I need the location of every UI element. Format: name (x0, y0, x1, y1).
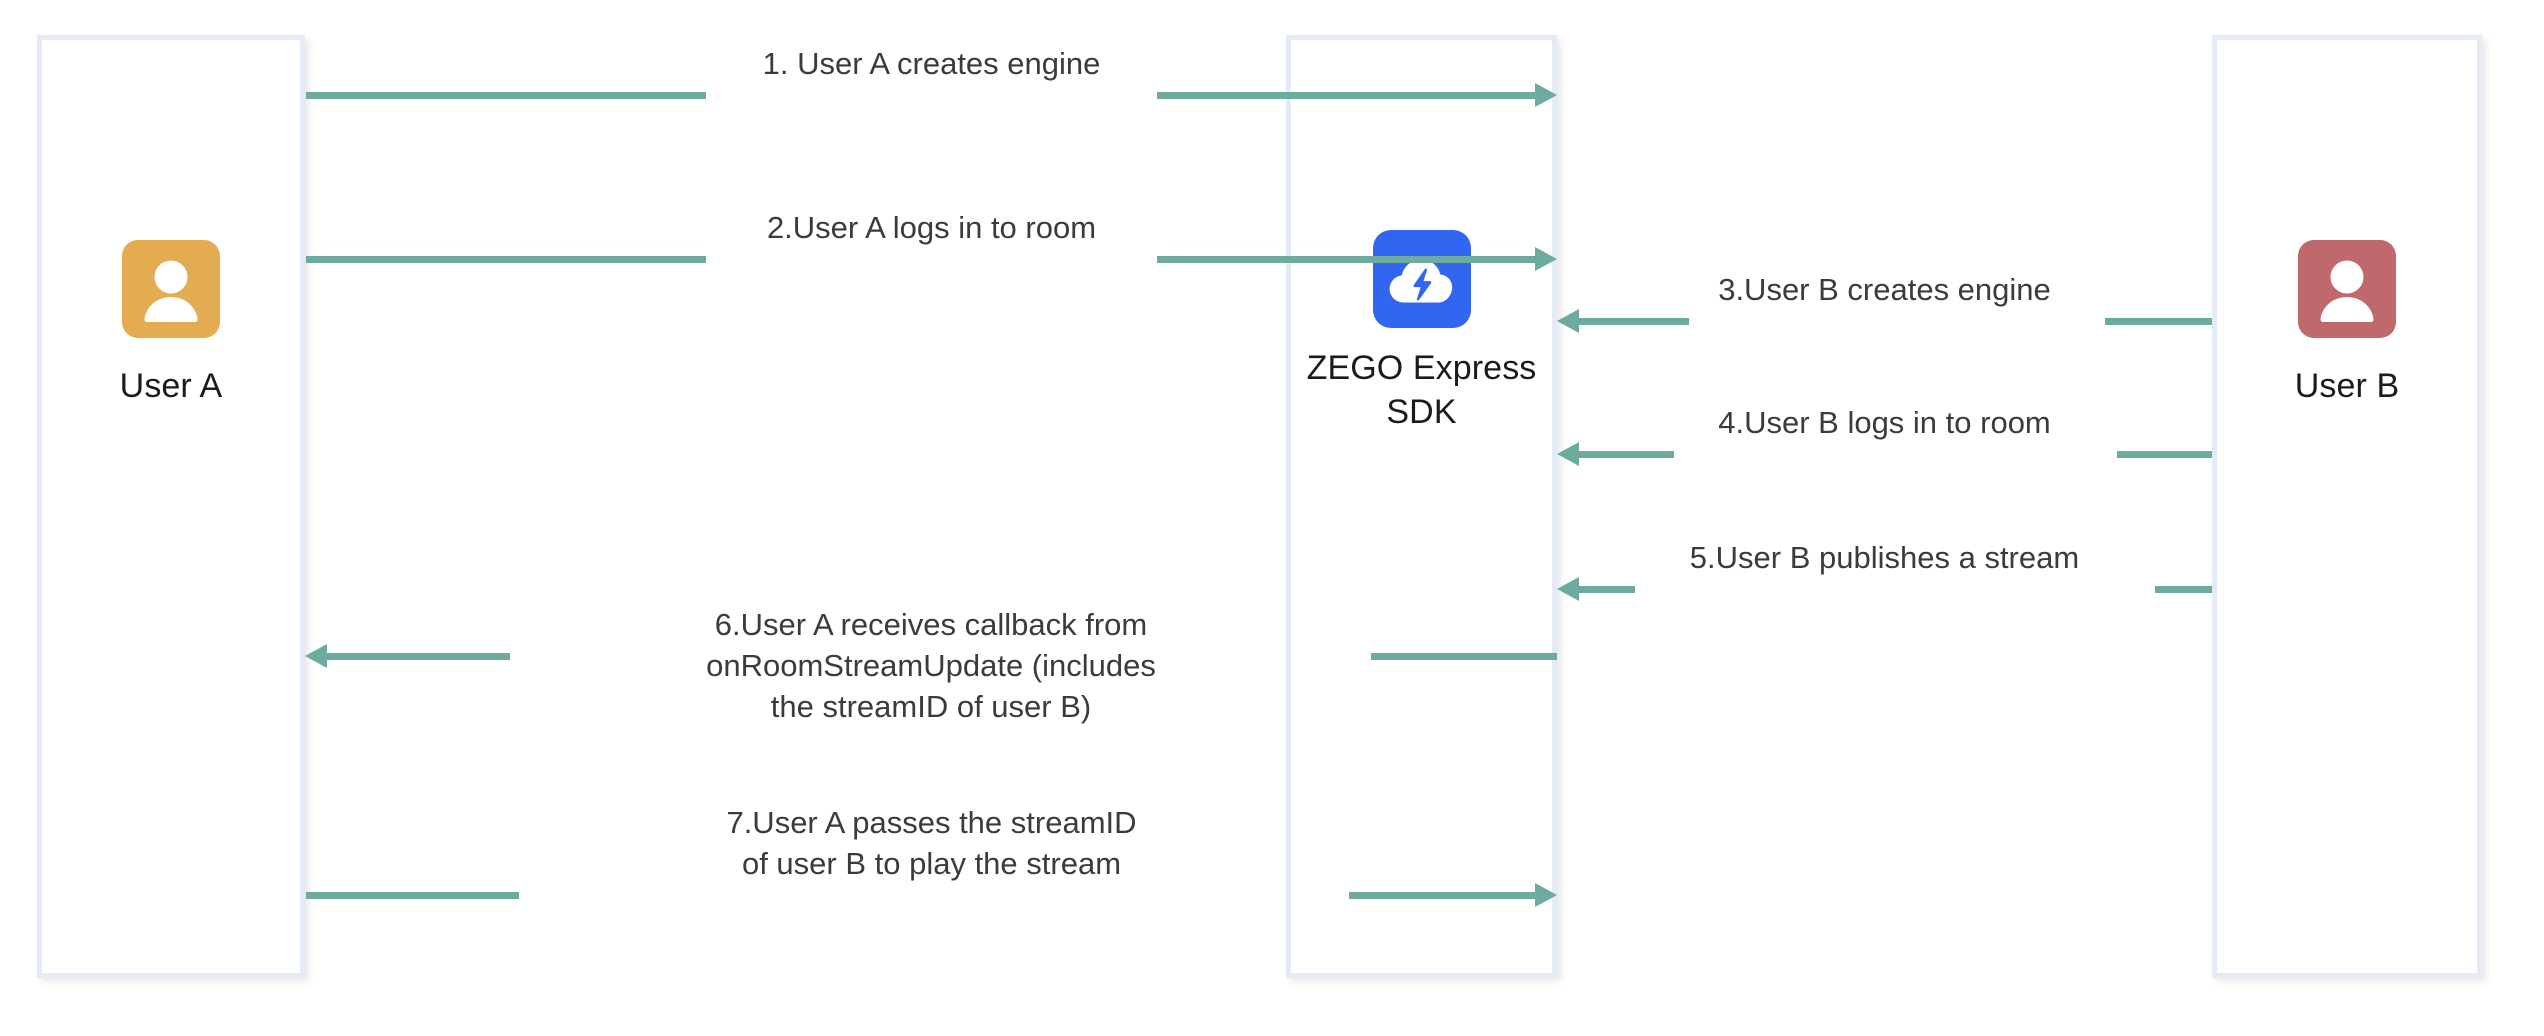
arrow-line-left (306, 92, 706, 99)
arrow-line-right (2155, 586, 2212, 593)
arrow-line-right (2105, 318, 2212, 325)
actor-label-zego-express-sdk: ZEGO Express SDK (1291, 346, 1552, 434)
arrowhead-right-icon (1535, 883, 1557, 907)
message-3-label: 3.User B creates engine (1557, 269, 2212, 310)
lifeline-zego-express-sdk: ZEGO Express SDK (1286, 35, 1557, 978)
user-avatar-icon (122, 240, 220, 338)
message-4-label: 4.User B logs in to room (1557, 402, 2212, 443)
user-avatar-icon (2298, 240, 2396, 338)
arrow-line-left (1579, 451, 1674, 458)
arrowhead-left-icon (1557, 309, 1579, 333)
actor-block-user-b: User B (2217, 240, 2477, 408)
arrowhead-right-icon (1535, 247, 1557, 271)
arrow-line-left (306, 256, 706, 263)
actor-label-line: Express (1412, 349, 1537, 387)
zego-cloud-bolt-icon (1372, 230, 1471, 328)
arrow-line-left (1579, 318, 1689, 325)
message-5-label: 5.User B publishes a stream (1557, 537, 2212, 578)
actor-label-user-a: User A (119, 367, 223, 405)
arrow-line-right (1349, 892, 1535, 899)
arrow-line-right (1371, 653, 1557, 660)
arrow-line-right (1157, 256, 1535, 263)
actor-block-user-a: User A (42, 240, 300, 408)
message-line: 4.User B logs in to room (1718, 405, 2051, 440)
message-line: 5.User B publishes a stream (1689, 540, 2080, 575)
actor-label-line: ZEGO (1306, 349, 1404, 387)
arrowhead-left-icon (1557, 442, 1579, 466)
arrow-line-left (306, 892, 519, 899)
arrowhead-right-icon (1535, 83, 1557, 107)
lifeline-user-a: User A (37, 35, 305, 978)
message-line: 3.User B creates engine (1718, 272, 2051, 307)
lifeline-user-b: User B (2212, 35, 2482, 978)
actor-label-line: SDK (1386, 393, 1457, 431)
arrow-line-left (327, 653, 510, 660)
actor-label-user-b: User B (2294, 367, 2400, 405)
arrowhead-left-icon (1557, 577, 1579, 601)
arrow-line-left (1579, 586, 1635, 593)
arrowhead-left-icon (305, 644, 327, 668)
arrow-line-right (1157, 92, 1535, 99)
actor-block-zego-express-sdk: ZEGO Express SDK (1291, 230, 1552, 434)
arrow-line-right (2117, 451, 2212, 458)
